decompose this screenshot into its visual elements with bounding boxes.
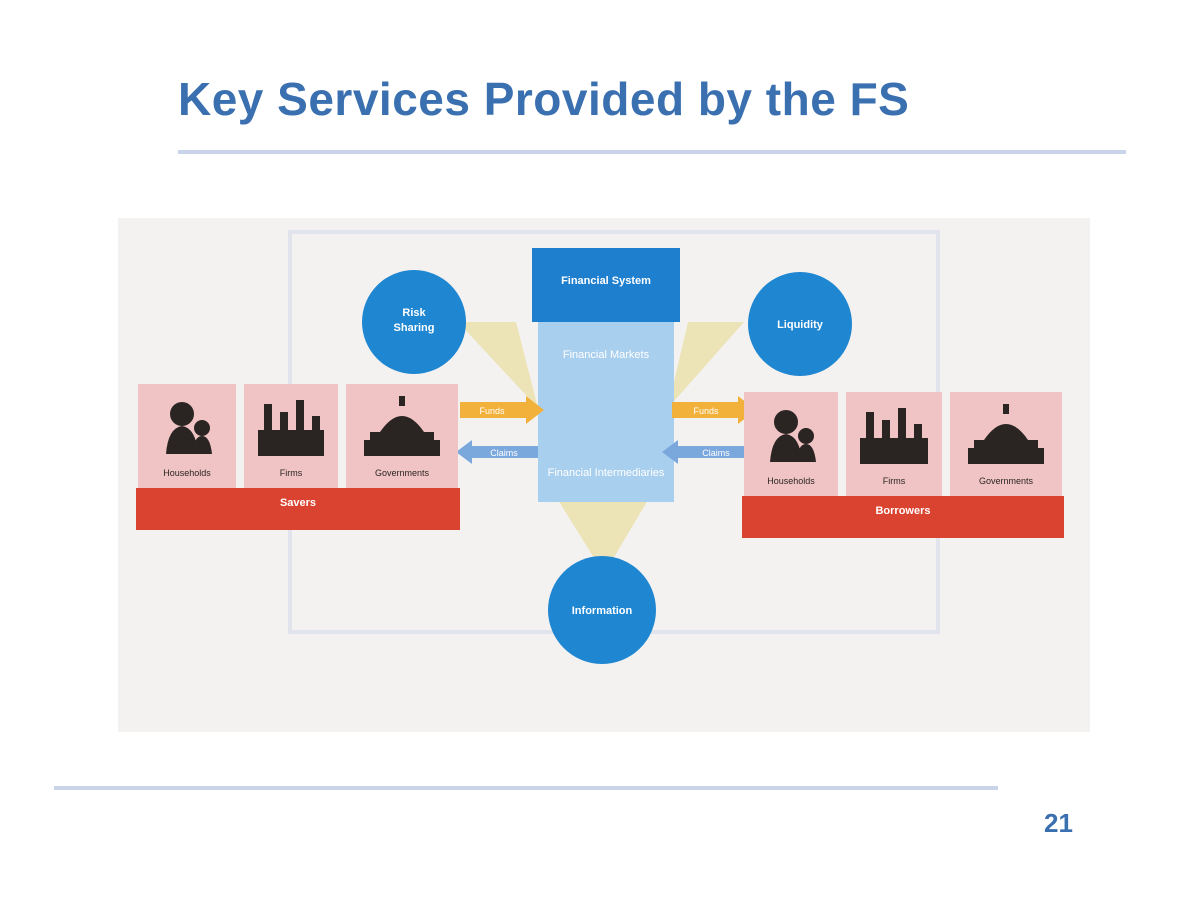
households-icon bbox=[166, 402, 212, 454]
borrowers-claims-label: Claims bbox=[702, 448, 730, 458]
factory-icon bbox=[860, 408, 928, 464]
financial-system-diagram: Financial System Financial Markets Finan… bbox=[118, 218, 1090, 732]
liquidity-label: Liquidity bbox=[777, 319, 824, 331]
borrowers-band bbox=[742, 496, 1064, 538]
borrowers-funds-arrow: Funds bbox=[672, 396, 756, 424]
title-divider bbox=[178, 150, 1126, 154]
borrowers-label: Borrowers bbox=[875, 505, 930, 517]
diagram-canvas: Financial System Financial Markets Finan… bbox=[136, 230, 1064, 664]
page-number: 21 bbox=[1044, 808, 1073, 838]
savers-funds-label: Funds bbox=[479, 406, 505, 416]
borrowers-households-label: Households bbox=[767, 476, 815, 486]
information-circle: Information bbox=[548, 556, 656, 664]
financial-markets-label: Financial Markets bbox=[563, 349, 650, 361]
information-funnel bbox=[558, 500, 648, 574]
risk-sharing-circle: Risk Sharing bbox=[362, 270, 466, 374]
slide-title: Key Services Provided by the FS bbox=[178, 73, 910, 125]
savers-group: Savers Households bbox=[136, 384, 460, 530]
risk-sharing-label-line1: Risk bbox=[402, 307, 426, 319]
savers-governments-label: Governments bbox=[375, 468, 430, 478]
borrowers-governments-label: Governments bbox=[979, 476, 1034, 486]
borrowers-funds-label: Funds bbox=[693, 406, 719, 416]
borrowers-group: Borrowers Households bbox=[742, 392, 1064, 538]
liquidity-circle: Liquidity bbox=[748, 272, 852, 376]
capitol-building-icon bbox=[364, 396, 440, 456]
factory-icon bbox=[258, 400, 324, 456]
risk-sharing-funnel bbox=[458, 322, 538, 408]
savers-governments-tile: Governments bbox=[346, 384, 458, 488]
financial-system-title: Financial System bbox=[561, 275, 651, 287]
savers-funds-arrow: Funds bbox=[460, 396, 544, 424]
savers-households-label: Households bbox=[163, 468, 211, 478]
financial-system-body bbox=[538, 322, 674, 502]
borrowers-firms-tile: Firms bbox=[846, 392, 942, 496]
savers-households-tile: Households bbox=[138, 384, 236, 488]
information-label: Information bbox=[572, 605, 633, 617]
financial-system-header bbox=[532, 248, 680, 322]
risk-sharing-label-line2: Sharing bbox=[394, 322, 435, 334]
savers-firms-label: Firms bbox=[280, 468, 303, 478]
financial-system-block: Financial System Financial Markets Finan… bbox=[532, 248, 680, 502]
savers-claims-arrow: Claims bbox=[456, 440, 538, 464]
borrowers-claims-arrow: Claims bbox=[662, 440, 750, 464]
borrowers-governments-tile: Governments bbox=[950, 392, 1062, 496]
savers-firms-tile: Firms bbox=[244, 384, 338, 488]
borrowers-firms-label: Firms bbox=[883, 476, 906, 486]
households-icon bbox=[770, 410, 816, 462]
savers-label: Savers bbox=[280, 497, 316, 509]
financial-intermediaries-label: Financial Intermediaries bbox=[548, 467, 665, 479]
savers-claims-label: Claims bbox=[490, 448, 518, 458]
borrowers-households-tile: Households bbox=[744, 392, 838, 496]
footer-divider bbox=[54, 786, 998, 790]
capitol-building-icon bbox=[968, 404, 1044, 464]
liquidity-funnel bbox=[668, 322, 744, 408]
savers-band bbox=[136, 488, 460, 530]
